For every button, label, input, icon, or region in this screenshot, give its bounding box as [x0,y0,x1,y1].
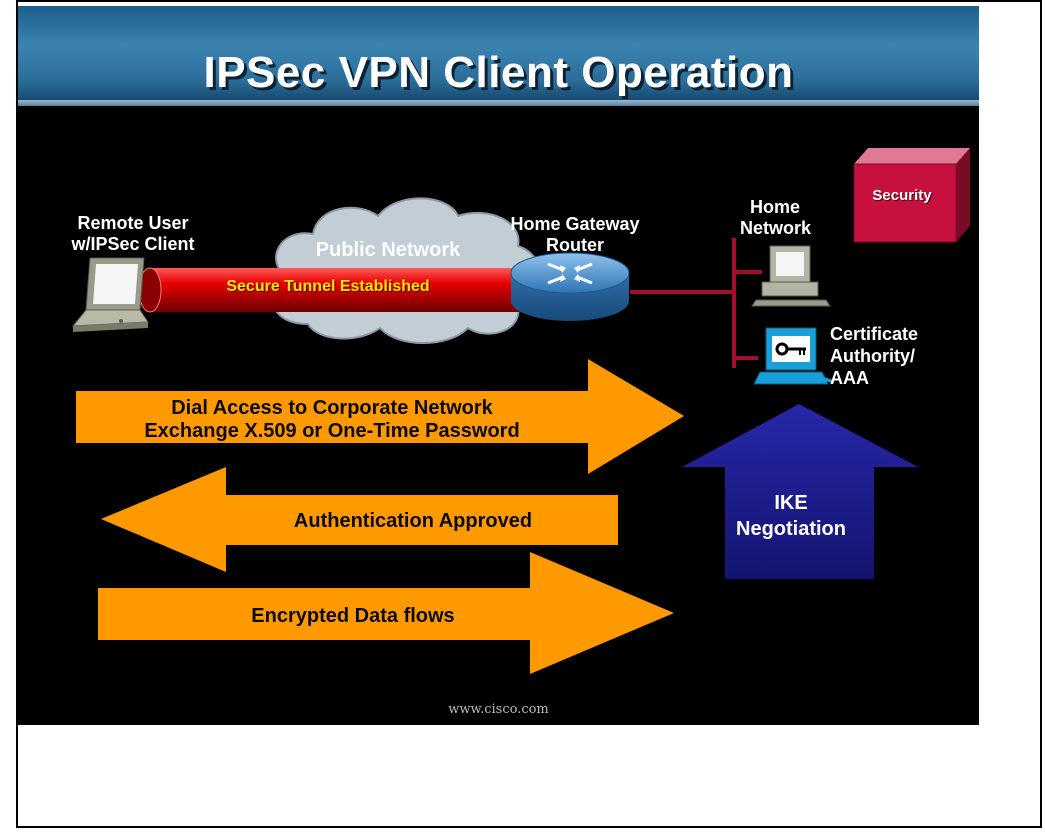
workstation-icon [751,245,831,307]
ca-line-3: AAA [830,368,869,388]
title-banner [18,6,979,106]
certificate-authority-label: Certificate Authority/ AAA [830,323,970,389]
dial-access-line-1: Dial Access to Corporate Network [171,397,493,419]
footer-url: www.cisco.com [448,702,549,717]
authentication-arrow [101,467,618,572]
remote-user-line-1: Remote User [77,213,189,233]
gateway-line-2: Router [546,235,604,255]
dial-access-arrow [76,359,684,474]
ike-line-2: Negotiation [736,518,846,540]
encrypted-data-arrow [98,552,674,674]
dial-access-text: Dial Access to Corporate Network Exchang… [76,397,588,443]
slide: IPSec VPN Client Operation [18,6,979,725]
home-network-line-2: Network [740,218,812,238]
ca-line-1: Certificate [830,324,919,344]
authentication-text: Authentication Approved [293,510,533,532]
router-icon [510,252,630,321]
page-frame: IPSec VPN Client Operation [16,0,1042,828]
gateway-label: Home Gateway Router [490,214,660,256]
slide-title: IPSec VPN Client Operation [203,48,794,97]
ike-label: IKE Negotiation [726,490,856,542]
certificate-server-icon [753,327,835,385]
tunnel-label: Secure Tunnel Established [226,278,430,295]
home-network-label: Home Network [740,197,812,239]
public-network-label: Public Network [315,239,461,261]
ca-line-2: Authority/ [830,346,915,366]
dial-access-line-2: Exchange X.509 or One-Time Password [144,420,520,442]
security-box-icon [853,148,970,243]
encrypted-data-text: Encrypted Data flows [251,605,455,627]
diagram-graphics [71,148,970,674]
remote-user-label: Remote User w/IPSec Client [48,213,218,255]
ike-arrow [682,404,918,579]
ike-line-1: IKE [774,492,808,514]
security-label: Security [872,187,932,204]
home-network-line-1: Home [749,197,800,217]
laptop-icon [71,257,149,332]
home-network-line [630,238,762,368]
gateway-line-1: Home Gateway [510,214,640,234]
remote-user-line-2: w/IPSec Client [71,234,195,254]
